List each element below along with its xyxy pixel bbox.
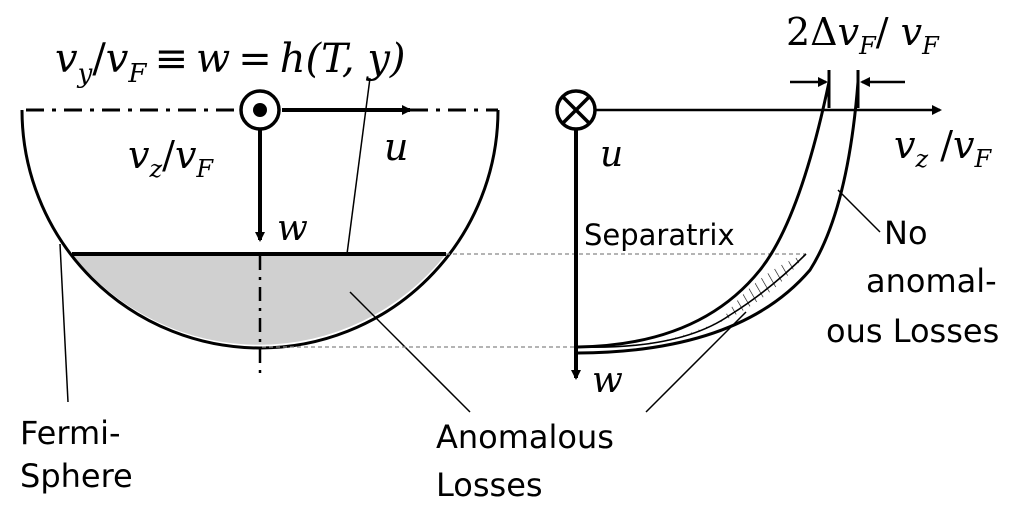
fermi-sphere-label-line2: Sphere — [20, 457, 133, 495]
left-u-label: u — [384, 125, 408, 169]
no-losses-leader-line — [837, 189, 881, 233]
left-title: vy/vF≡w=h(T, y) — [55, 36, 406, 89]
hatch-leader-line — [645, 311, 747, 413]
left-vz-label: vz/vF — [128, 133, 214, 183]
separatrix-lower-curve — [577, 253, 807, 349]
into-plane-cross-b — [561, 95, 591, 125]
fermi-sphere-label-line1: Fermi- — [20, 414, 121, 452]
right-vz-label: vz /vF — [894, 123, 992, 173]
no-losses-label-line1: No — [884, 214, 928, 252]
outer-curve — [577, 81, 860, 355]
left-w-label: w — [277, 208, 308, 249]
right-panel: 2ΔvF/ vF u vz /vF w Separatrix No anomal… — [555, 10, 999, 413]
anomalous-losses-label-line1: Anomalous — [436, 418, 614, 456]
anomalous-leader-line — [349, 291, 471, 413]
no-losses-label-line3: ous Losses — [826, 312, 999, 350]
separatrix-inner-curve — [577, 81, 831, 349]
separatrix-label: Separatrix — [584, 218, 735, 252]
no-losses-label-line2: anomal- — [866, 262, 997, 300]
fermi-leader-line — [59, 243, 69, 403]
anomalous-losses-label-line2: Losses — [436, 466, 543, 504]
right-u-label: u — [600, 134, 623, 175]
left-panel: vy/vF≡w=h(T, y) u vz/vF w Fermi- Sphere … — [20, 36, 614, 504]
fermi-sphere-outline — [20, 109, 500, 350]
right-w-label: w — [592, 360, 623, 401]
title-leader-line — [346, 77, 371, 255]
delta-label: 2ΔvF/ vF — [786, 10, 940, 60]
out-of-plane-dot — [253, 103, 267, 117]
